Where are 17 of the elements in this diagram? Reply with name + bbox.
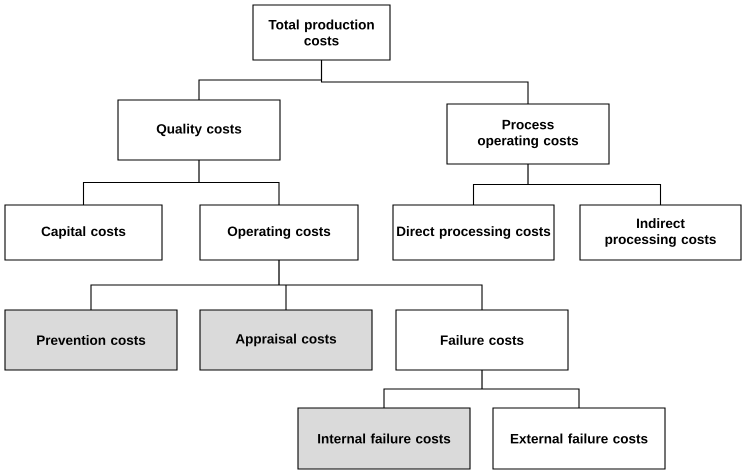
cost-box: Internal failure costs	[297, 407, 471, 470]
cost-box: Operating costs	[199, 204, 359, 261]
cost-box: Appraisal costs	[199, 309, 373, 371]
connector-line	[278, 260, 483, 310]
connector-line	[320, 60, 529, 104]
cost-box: Indirect processing costs	[579, 204, 742, 261]
cost-box: Quality costs	[117, 99, 281, 161]
cost-box: Failure costs	[395, 309, 569, 371]
connector-line	[527, 164, 662, 204]
connector-line	[481, 370, 580, 408]
cost-box: Total production costs	[252, 4, 391, 61]
cost-box: Process operating costs	[446, 103, 610, 165]
cost-box: Prevention costs	[4, 309, 178, 371]
cost-box: Direct processing costs	[392, 204, 555, 261]
cost-box: External failure costs	[492, 407, 666, 470]
cost-box: Capital costs	[4, 204, 163, 261]
connector-line	[198, 160, 280, 204]
